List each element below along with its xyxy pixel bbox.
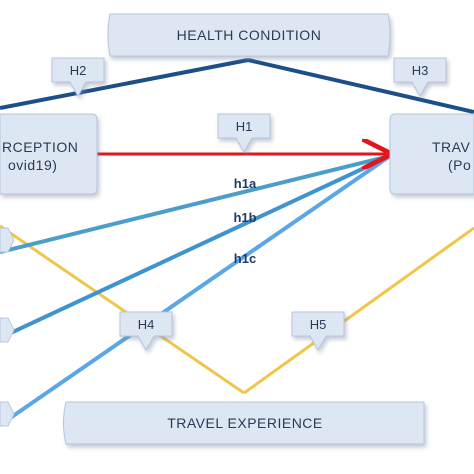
left-edge-box-middle (0, 317, 15, 343)
travel-label-line1: TRAV (432, 139, 470, 155)
h2-tag (51, 57, 105, 98)
h1b-label: h1b (233, 210, 256, 225)
h4-label: H4 (138, 317, 155, 332)
h1-tag (217, 113, 271, 154)
travel-experience-label: TRAVEL EXPERIENCE (167, 415, 323, 431)
h1c-path-line (0, 154, 392, 427)
health-condition-box (107, 13, 391, 57)
travel-label-line2: (Po (448, 157, 471, 173)
h5-tag (291, 311, 345, 352)
left-edge-box-bottom (0, 401, 15, 427)
left-edge-box-top (0, 227, 15, 253)
h2-label: H2 (70, 63, 87, 78)
h1c-label: h1c (234, 251, 256, 266)
yellow-path-line-h5 (243, 226, 474, 395)
travel-experience-box (63, 401, 425, 445)
h1-label: H1 (236, 119, 253, 134)
h1a-label: h1a (234, 176, 257, 191)
h3-label: H3 (412, 63, 429, 78)
h1b-path-line (0, 154, 391, 340)
h3-tag (393, 57, 447, 98)
perception-box (0, 113, 98, 195)
h5-label: H5 (310, 317, 327, 332)
h2-path-line (0, 58, 249, 110)
yellow-path-line-h4 (0, 224, 245, 395)
h3-path-line (247, 58, 474, 114)
travel-box (389, 113, 474, 195)
h1a-path-line (0, 154, 391, 254)
perception-label-line1: RCEPTION (2, 139, 78, 155)
health-condition-label: HEALTH CONDITION (177, 27, 322, 43)
h4-tag (119, 311, 173, 352)
perception-label-line2: ovid19) (8, 157, 57, 173)
